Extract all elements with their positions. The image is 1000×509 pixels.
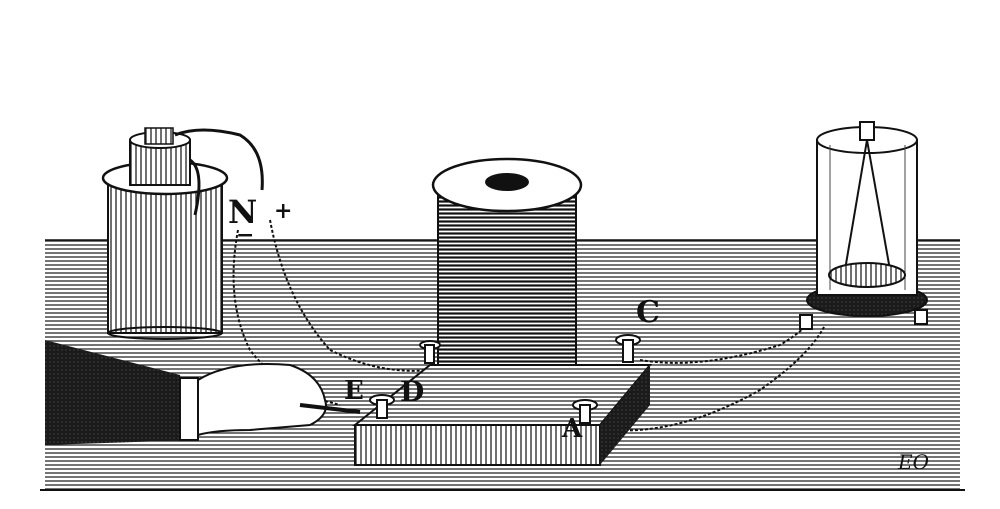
- coil-base: [352, 364, 653, 466]
- battery-cell: [101, 127, 264, 340]
- hand-and-sleeve: [45, 340, 361, 445]
- label-plus: +: [274, 198, 293, 224]
- label-e: E: [344, 376, 364, 406]
- label-a: A: [562, 414, 583, 444]
- label-minus: −: [236, 222, 255, 248]
- label-n: N: [228, 193, 258, 231]
- label-c: C: [636, 295, 660, 330]
- terminal-screws: [369, 334, 641, 424]
- engraver-signature: EO: [898, 450, 929, 474]
- galvanometer: [799, 121, 928, 330]
- label-d: D: [400, 375, 425, 408]
